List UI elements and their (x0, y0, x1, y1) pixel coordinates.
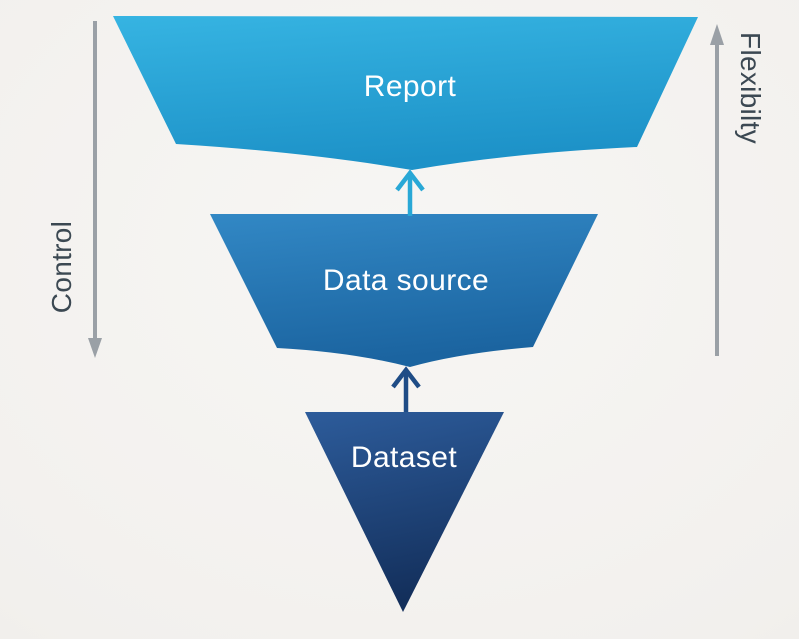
control-axis-label: Control (46, 220, 77, 314)
control-axis-arrow-icon (88, 21, 102, 358)
arrow-dataset-to-datasource-icon (391, 366, 421, 412)
dataset-shape (305, 412, 504, 612)
data-source-shape (210, 214, 598, 367)
flexibility-axis-arrow-icon (710, 24, 724, 356)
report-level-label: Report (363, 70, 457, 103)
arrow-datasource-to-report-icon (395, 169, 425, 216)
data-source-level-label: Data source (322, 264, 490, 297)
flexibility-axis-label: Flexibilty (735, 32, 766, 144)
dataset-level-label: Dataset (350, 441, 458, 474)
report-shape (113, 16, 698, 170)
